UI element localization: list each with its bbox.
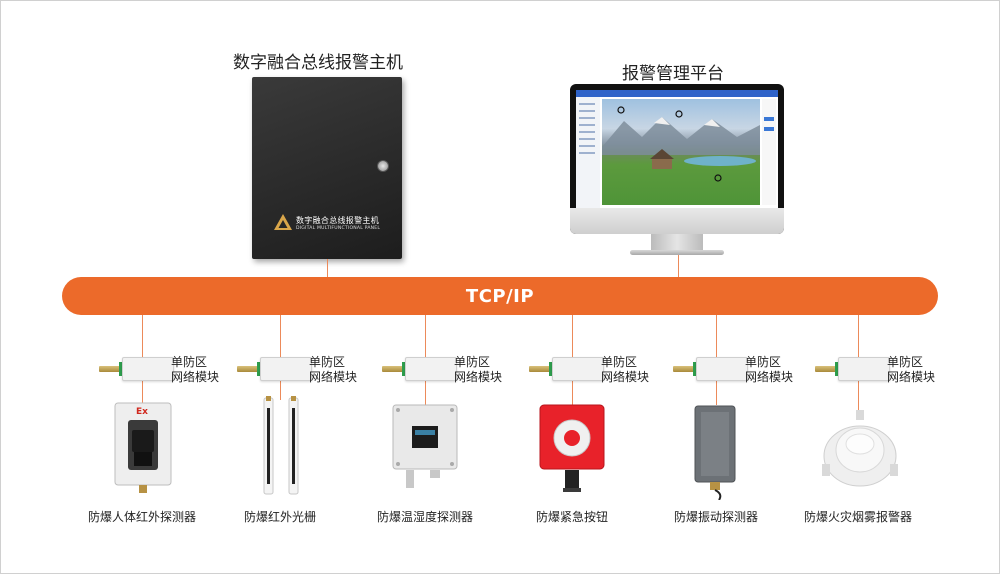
module-label-line1: 单防区 (745, 355, 782, 369)
host-title: 数字融合总线报警主机 (233, 53, 403, 73)
panel-brand-en: DIGITAL MULTIFUNCTIONAL PANEL (296, 226, 381, 231)
monitor-screen (576, 90, 778, 208)
brand-logo-icon (274, 214, 292, 230)
screen-landscape-map (602, 99, 760, 205)
temp-humidity-detector-image (392, 404, 458, 488)
emergency-button-image (539, 404, 605, 492)
device-label-smoke-alarm: 防爆火灾烟雾报警器 (803, 510, 912, 524)
host-connector-line (327, 259, 328, 277)
module-label-line1: 单防区 (887, 355, 924, 369)
smoke-alarm-image (822, 410, 898, 487)
module-label-line2: 网络模块 (454, 370, 503, 384)
panel-brand-cn: 数字融合总线报警主机 (296, 216, 379, 225)
screen-header-bar (576, 90, 778, 97)
tcp-ip-bus: TCP/IP (62, 277, 938, 315)
device-label-temp-humidity: 防爆温湿度探测器 (376, 510, 473, 524)
vibration-detector-image (694, 405, 736, 500)
ir-grating-image (263, 396, 299, 495)
pir-detector-image: Ex (114, 402, 172, 493)
device-badge: Ex (136, 407, 148, 417)
module-label-line2: 网络模块 (601, 370, 650, 384)
monitor-stand-neck (651, 234, 703, 250)
module-label-line1: 单防区 (309, 355, 346, 369)
device-label-ir-grating: 防爆红外光栅 (243, 510, 316, 524)
module-label-line2: 网络模块 (887, 370, 936, 384)
module-label-line1: 单防区 (601, 355, 638, 369)
monitor-chin (570, 208, 784, 234)
module-label-line2: 网络模块 (745, 370, 794, 384)
platform-connector-line (678, 255, 679, 277)
module-label-line2: 网络模块 (309, 370, 358, 384)
management-monitor (570, 84, 784, 234)
lock-icon (377, 160, 389, 172)
module-label-line2: 网络模块 (171, 370, 220, 384)
device-label-vibration-detector: 防爆振动探测器 (673, 510, 758, 524)
device-label-pir-detector: 防爆人体红外探测器 (87, 510, 196, 524)
device-label-emergency-button: 防爆紧急按钮 (535, 510, 608, 524)
screen-right-panel (762, 99, 776, 205)
platform-title: 报警管理平台 (622, 64, 724, 84)
alarm-host-panel: 数字融合总线报警主机 DIGITAL MULTIFUNCTIONAL PANEL (252, 77, 402, 259)
monitor-stand-foot (630, 250, 724, 255)
module-label-line1: 单防区 (171, 355, 208, 369)
module-label-line1: 单防区 (454, 355, 491, 369)
screen-sidebar (576, 97, 600, 208)
